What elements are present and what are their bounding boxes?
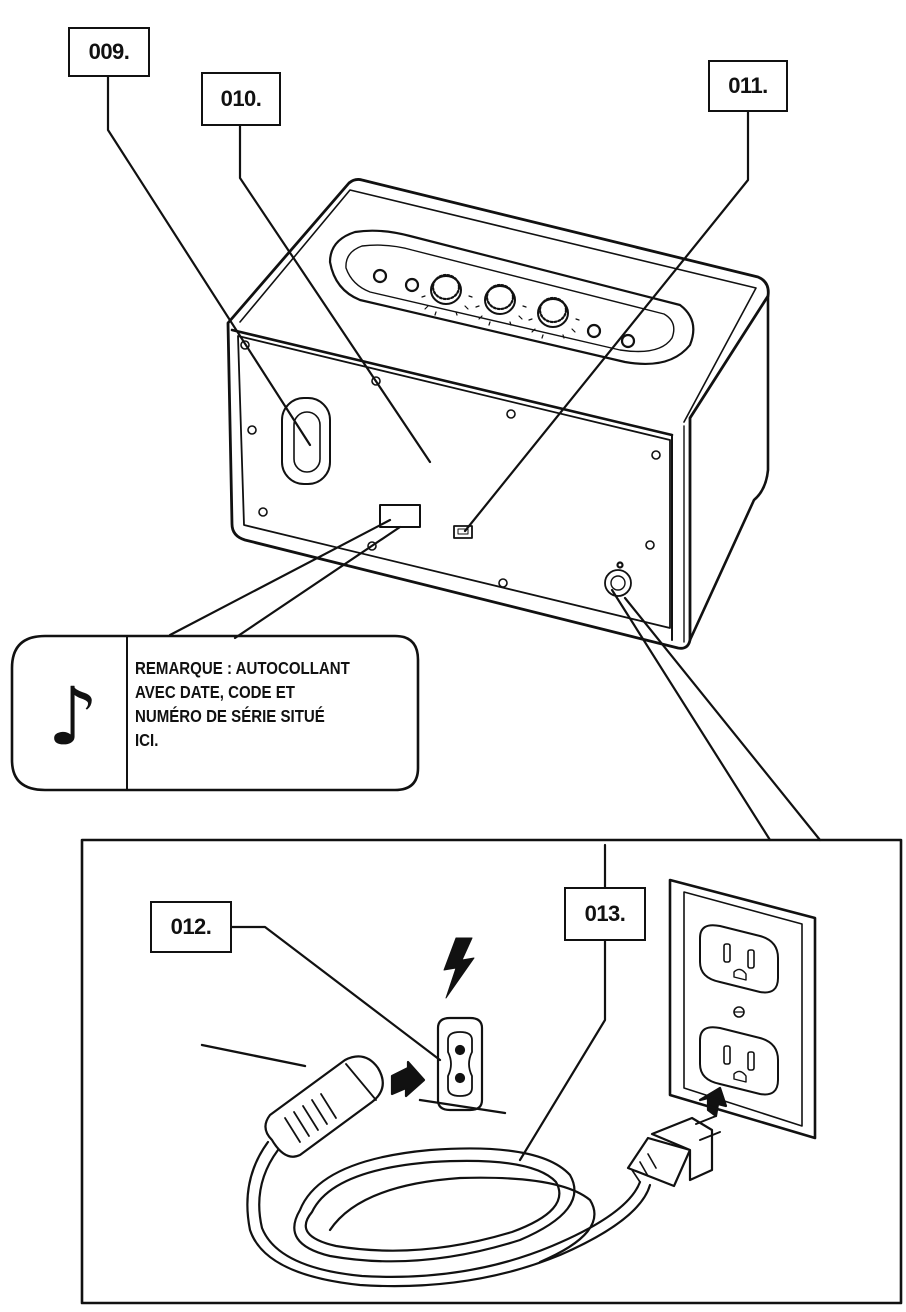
ac-inlet-icon [436, 1016, 484, 1112]
note-line: ICI. [135, 730, 159, 750]
callout-013: 013. [564, 887, 646, 941]
note-line: NUMÉRO DE SÉRIE SITUÉ [135, 706, 325, 726]
wall-outlet-icon [668, 878, 817, 1140]
note-text: REMARQUE : AUTOCOLLANT AVEC DATE, CODE E… [135, 656, 384, 752]
power-cord [246, 1140, 652, 1288]
insert-arrow-icon [698, 1086, 728, 1118]
callout-010: 010. [201, 72, 281, 126]
callout-011: 011. [708, 60, 788, 112]
usb-port [453, 525, 473, 539]
power-plug-icon [626, 1115, 721, 1188]
knob [537, 296, 569, 328]
handle-slot [281, 397, 331, 485]
zoom-frame [80, 838, 903, 1305]
insert-arrow-icon [390, 1060, 426, 1098]
lightning-bolt-icon [443, 937, 475, 999]
music-note-icon: ♪ [47, 670, 99, 763]
callout-009: 009. [68, 27, 150, 77]
control-panel [328, 229, 695, 366]
ac-inlet-on-speaker [604, 561, 632, 597]
inlet-connector-plug [264, 1055, 384, 1158]
speaker-body [226, 178, 770, 650]
leader-lines [106, 75, 822, 1162]
note-line: AVEC DATE, CODE ET [135, 682, 296, 702]
note-line: REMARQUE : AUTOCOLLANT [135, 658, 350, 678]
knob [430, 273, 462, 305]
note-box [10, 634, 420, 792]
knob [484, 283, 516, 315]
callout-012: 012. [150, 901, 232, 953]
